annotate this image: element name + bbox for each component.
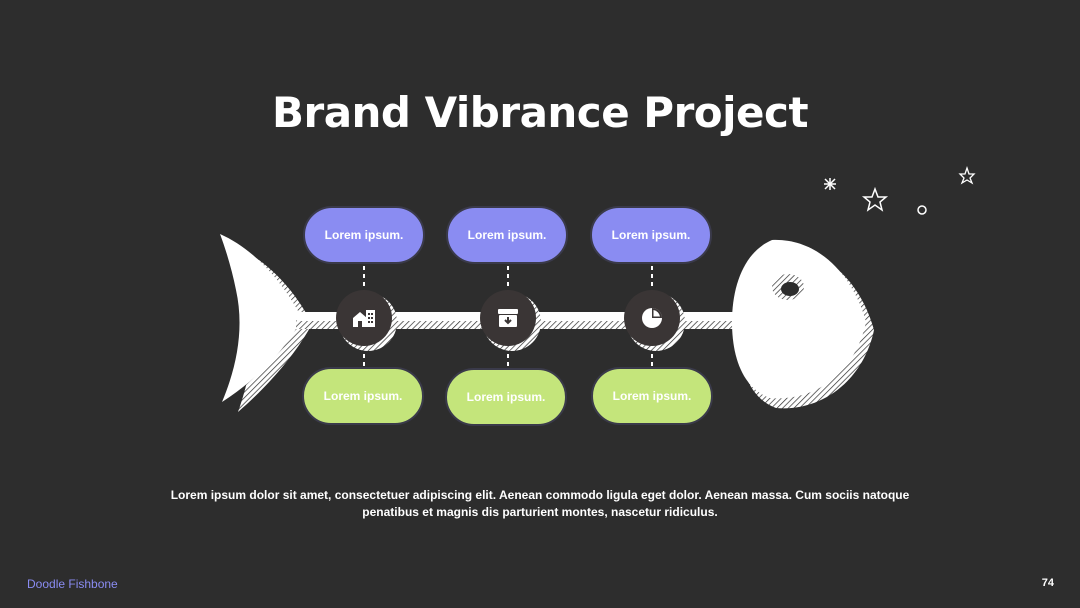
- star-outline-icon: [958, 165, 976, 185]
- branch-node-2: [480, 290, 536, 346]
- slide-title: Brand Vibrance Project: [271, 88, 809, 137]
- branch-top-label-1: Lorem ipsum.: [303, 206, 425, 264]
- star-icon: [861, 186, 889, 212]
- asterisk-icon: [824, 178, 836, 190]
- branch-bottom-label-1: Lorem ipsum.: [302, 367, 424, 425]
- slide-description: Lorem ipsum dolor sit amet, consectetuer…: [170, 488, 910, 519]
- branch-bottom-label-3: Lorem ipsum.: [591, 367, 713, 425]
- branch-node-1: [336, 290, 392, 346]
- branch-top-label-3: Lorem ipsum.: [590, 206, 712, 264]
- branch-bottom-label-2: Lorem ipsum.: [445, 368, 567, 426]
- circle-icon: [917, 205, 927, 215]
- house-building-icon: [353, 310, 375, 327]
- pie-chart-icon: [642, 308, 662, 328]
- fish-tail: [220, 234, 302, 402]
- fish-eye: [781, 282, 799, 296]
- branch-top-label-2: Lorem ipsum.: [446, 206, 568, 264]
- fish-head: [732, 239, 866, 399]
- archive-box-icon: [498, 309, 518, 327]
- footer-label: Doodle Fishbone: [27, 577, 118, 591]
- branch-node-3: [624, 290, 680, 346]
- page-number: 74: [1041, 577, 1054, 589]
